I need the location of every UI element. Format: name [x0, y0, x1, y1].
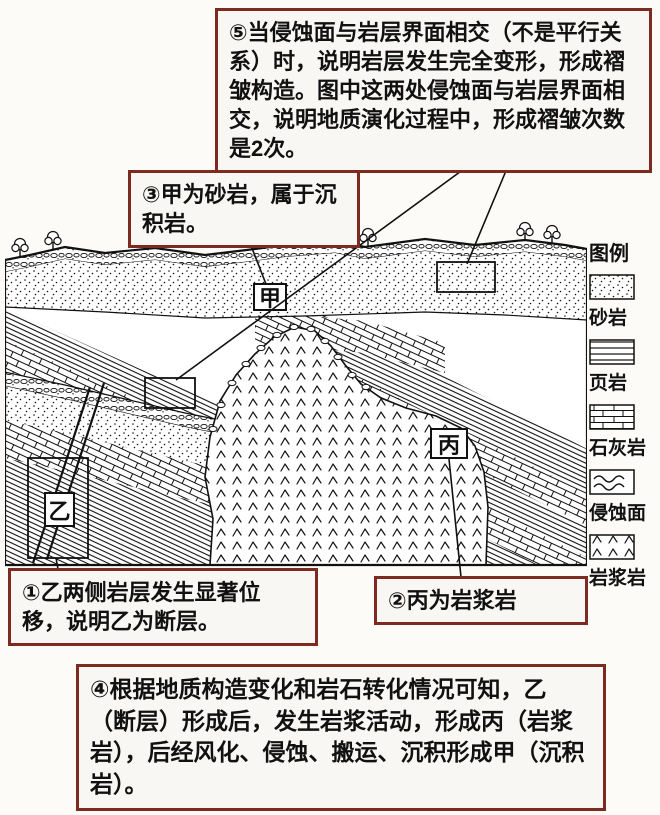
- magmatic-rock-swatch-icon: [589, 534, 635, 560]
- note-1-fault: ①乙两侧岩层发生显著位移，说明乙为断层。: [8, 568, 318, 647]
- legend-item-shale: 页岩: [589, 339, 659, 395]
- label-bing: 丙: [430, 428, 468, 459]
- label-jia: 甲: [253, 283, 287, 311]
- note-2-magmatic: ②丙为岩浆岩: [374, 576, 588, 626]
- legend-item-sandstone: 砂岩: [589, 274, 659, 330]
- cross-section-diagram: [5, 221, 587, 567]
- shale-swatch-icon: [589, 339, 635, 365]
- limestone-swatch-icon: [589, 404, 635, 430]
- legend-label-erosion: 侵蚀面: [589, 503, 647, 524]
- note-4-sequence: ④根据地质构造变化和岩石转化情况可知，乙（断层）形成后，发生岩浆活动，形成丙（岩…: [76, 664, 606, 811]
- note-5-folding: ⑤当侵蚀面与岩层界面相交（不是平行关系）时，说明岩层发生完全变形，形成褶皱构造。…: [215, 8, 652, 174]
- sandstone-swatch-icon: [589, 274, 635, 300]
- fault-lines: [31, 382, 106, 564]
- legend-label-shale: 页岩: [589, 373, 628, 394]
- legend: 图例 砂岩 页岩 石灰岩 侵蚀面: [589, 237, 659, 599]
- legend-item-magmatic: 岩浆岩: [589, 534, 659, 590]
- legend-label-sandstone: 砂岩: [589, 308, 628, 329]
- erosion-surface-swatch-icon: [589, 469, 635, 495]
- note-3-sandstone: ③甲为砂岩，属于沉积岩。: [128, 170, 360, 249]
- intersection-marker-left: [144, 377, 196, 409]
- legend-item-limestone: 石灰岩: [589, 404, 659, 460]
- legend-item-erosion: 侵蚀面: [589, 469, 659, 525]
- section-border: [5, 249, 587, 567]
- legend-title: 图例: [589, 243, 629, 265]
- legend-label-limestone: 石灰岩: [589, 438, 647, 459]
- label-yi: 乙: [44, 492, 75, 527]
- legend-label-magmatic: 岩浆岩: [589, 568, 647, 589]
